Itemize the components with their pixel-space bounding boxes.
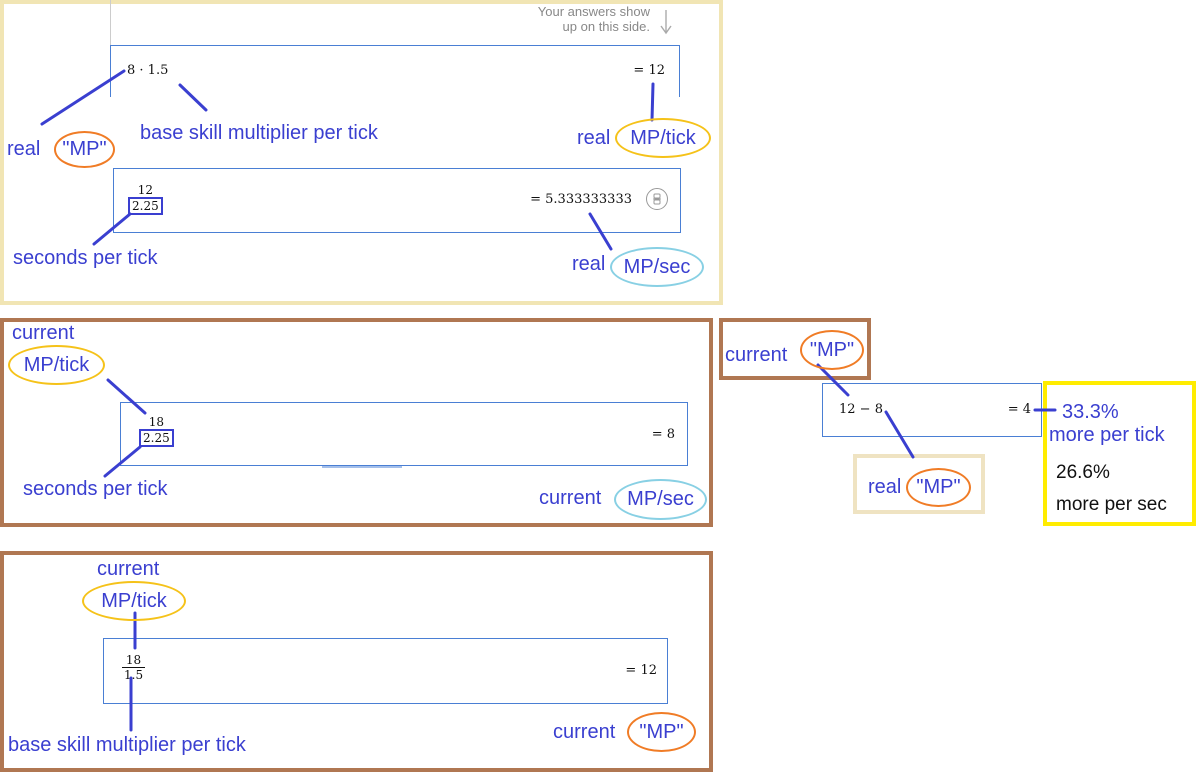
expression-4-result: = 4 bbox=[1007, 402, 1031, 417]
mp-oval-3: "MP" bbox=[906, 468, 971, 507]
percent-panel bbox=[1043, 381, 1196, 526]
expression-1-result: = 12 bbox=[633, 63, 665, 78]
expression-row-1[interactable]: 8 · 1.5 = 12 bbox=[110, 45, 680, 97]
expression-row-2[interactable]: 12 2.25 = 5.333333333 bbox=[113, 168, 681, 233]
expression-3-numerator: 18 bbox=[148, 415, 164, 429]
mp-oval-4: "MP" bbox=[627, 712, 696, 752]
answers-hint-line1: Your answers show bbox=[537, 4, 650, 19]
expression-2-denominator: 2.25 bbox=[128, 197, 163, 215]
expression-list-left-edge bbox=[110, 0, 111, 46]
expression-3-result: = 8 bbox=[651, 427, 675, 442]
current-label-3: current bbox=[725, 344, 788, 366]
current-label-5: current bbox=[553, 721, 616, 743]
mp-oval-2: "MP" bbox=[800, 330, 864, 370]
answers-hint: Your answers show up on this side. bbox=[490, 4, 650, 34]
current-label-4: current bbox=[97, 558, 160, 580]
percent-per-sec-value: 26.6% bbox=[1056, 462, 1110, 483]
middle-panel bbox=[0, 318, 713, 527]
expression-5-numerator: 18 bbox=[125, 653, 142, 667]
expression-3-denominator: 2.25 bbox=[139, 429, 174, 447]
expression-row-4[interactable]: 12 − 8 = 4 bbox=[822, 383, 1042, 437]
current-mp-panel bbox=[719, 318, 871, 380]
mp-sec-oval-2: MP/sec bbox=[614, 479, 707, 520]
seconds-per-tick-label-1: seconds per tick bbox=[13, 247, 158, 269]
seconds-per-tick-label-2: seconds per tick bbox=[23, 478, 168, 500]
expression-5-result: = 12 bbox=[625, 663, 657, 678]
mp-sec-oval-1: MP/sec bbox=[610, 247, 704, 287]
more-per-tick-label: more per tick bbox=[1049, 424, 1165, 446]
answers-hint-line2: up on this side. bbox=[562, 19, 650, 34]
expression-row-5[interactable]: 18 1.5 = 12 bbox=[103, 638, 668, 704]
expression-1-input[interactable]: 8 · 1.5 bbox=[127, 63, 169, 78]
mp-tick-oval-1: MP/tick bbox=[615, 118, 711, 158]
arrow-down-icon bbox=[658, 8, 674, 36]
fraction-toggle-icon[interactable] bbox=[646, 188, 668, 210]
expression-2-numerator: 12 bbox=[137, 183, 153, 197]
mp-oval-1: "MP" bbox=[54, 131, 115, 168]
real-label-4: real bbox=[868, 476, 902, 498]
expression-2-result: = 5.333333333 bbox=[530, 192, 632, 207]
percent-per-tick-value: 33.3% bbox=[1062, 401, 1119, 423]
real-label-3: real bbox=[572, 253, 606, 275]
current-label-2: current bbox=[539, 487, 602, 509]
expression-5-fraction[interactable]: 18 1.5 bbox=[122, 653, 146, 682]
more-per-sec-label: more per sec bbox=[1056, 494, 1167, 515]
expression-row-3[interactable]: 18 2.25 = 8 bbox=[120, 402, 688, 466]
expression-3-fraction[interactable]: 18 2.25 bbox=[139, 415, 174, 447]
bottom-panel bbox=[0, 551, 713, 772]
mp-tick-oval-2: MP/tick bbox=[8, 345, 105, 385]
mp-tick-oval-3: MP/tick bbox=[82, 581, 186, 621]
expression-4-input[interactable]: 12 − 8 bbox=[839, 402, 883, 417]
expression-5-denominator: 1.5 bbox=[122, 667, 146, 682]
base-multiplier-label-2: base skill multiplier per tick bbox=[8, 734, 246, 756]
base-multiplier-label-1: base skill multiplier per tick bbox=[140, 122, 378, 144]
real-mp-panel bbox=[853, 454, 985, 514]
current-label-1: current bbox=[12, 322, 75, 344]
expression-2-fraction[interactable]: 12 2.25 bbox=[128, 183, 163, 215]
real-label-2: real bbox=[577, 127, 611, 149]
top-panel bbox=[0, 0, 723, 305]
real-label-1: real bbox=[7, 138, 41, 160]
